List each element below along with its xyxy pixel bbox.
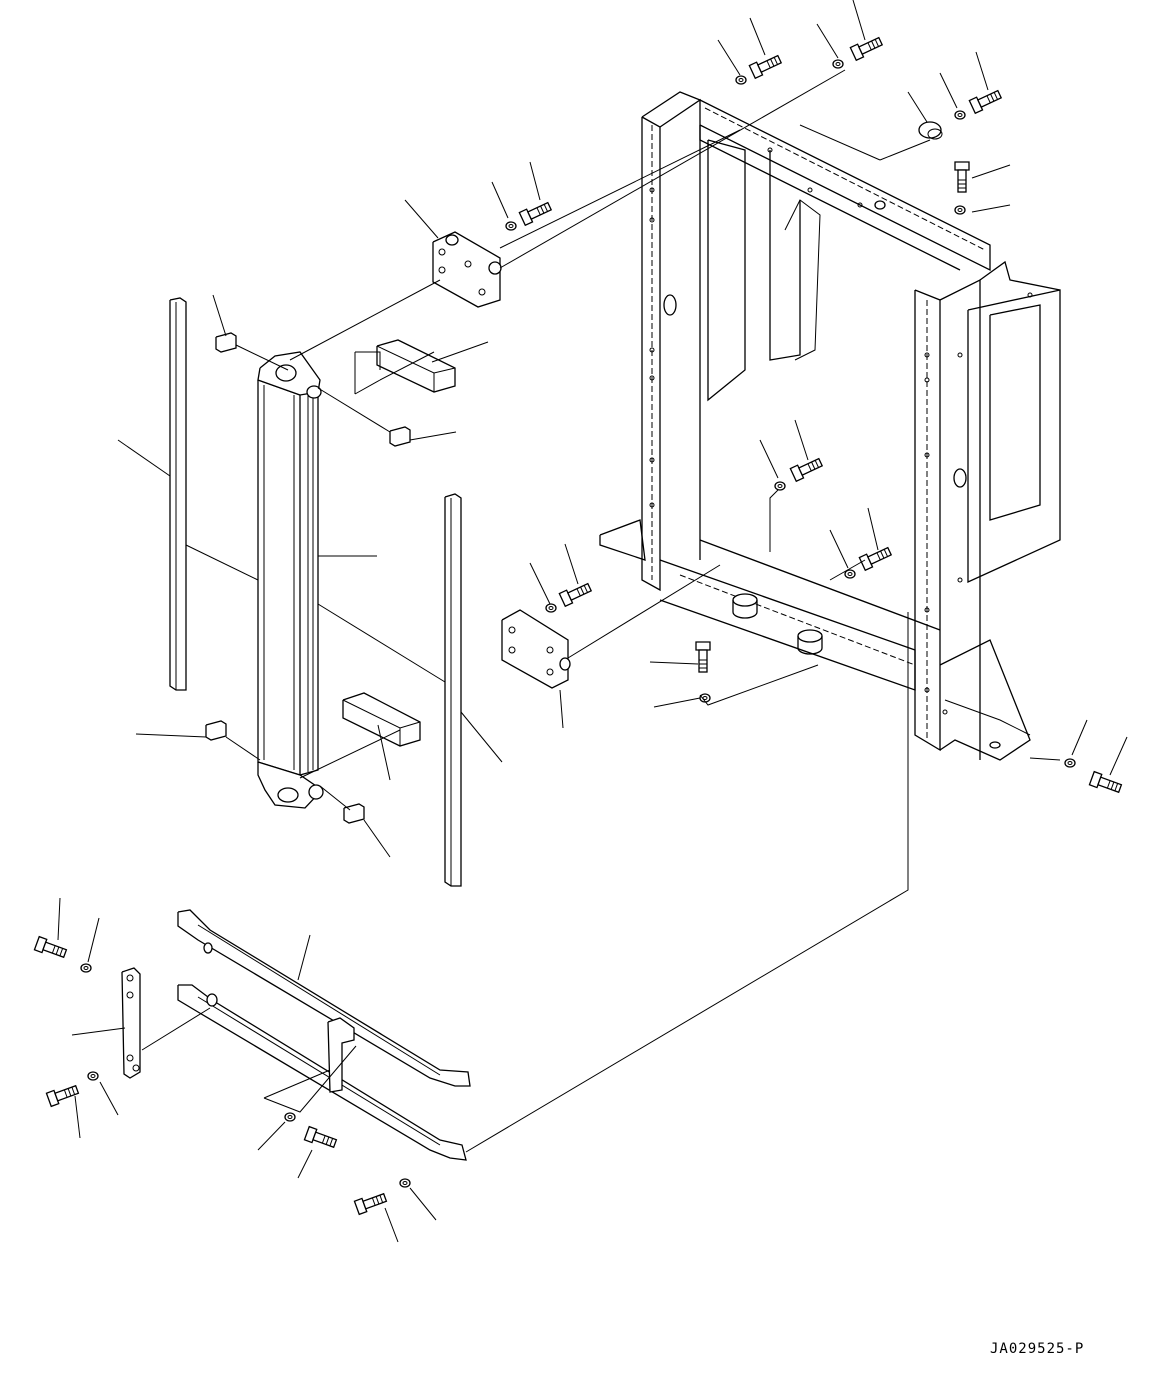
bolt (695, 641, 711, 673)
bolt (33, 935, 68, 959)
plug (918, 121, 943, 140)
drawing-code: JA029525-P (990, 1341, 1085, 1357)
bolt (968, 89, 1003, 115)
washer (954, 205, 966, 215)
bolts-and-washers (33, 36, 1123, 1216)
upper-mount-bracket (432, 231, 502, 308)
seal-strip-left (169, 297, 187, 691)
washer (954, 110, 966, 120)
leader-lines (57, 0, 1128, 1243)
bolt (45, 1084, 80, 1108)
link-plate (121, 967, 141, 1079)
washer (399, 1178, 411, 1188)
cushion-pads (205, 332, 411, 824)
washer (735, 75, 747, 85)
bolt (1088, 770, 1123, 794)
bolt (954, 161, 970, 193)
washer (87, 1071, 99, 1081)
seal-block-upper (376, 339, 456, 393)
oil-cooler-core (257, 351, 324, 809)
bolt (748, 54, 783, 80)
bolt (858, 546, 893, 572)
washer (505, 221, 517, 231)
washer (284, 1112, 296, 1122)
stay-lower (177, 984, 467, 1161)
bolt (789, 457, 824, 483)
bolt (518, 201, 553, 227)
washer (80, 963, 92, 973)
washer (844, 569, 856, 579)
radiator-frame (599, 91, 1061, 761)
washer (545, 603, 557, 613)
washer (1064, 758, 1076, 768)
seal-block-lower (342, 692, 421, 747)
bolt (849, 36, 884, 62)
seal-strip-right (444, 493, 462, 887)
stay-upper (177, 909, 471, 1087)
bolt (303, 1125, 338, 1149)
bolt (558, 582, 593, 608)
washer (774, 481, 786, 491)
bolt (353, 1192, 388, 1216)
lower-mount-bracket (501, 609, 571, 689)
washer (832, 59, 844, 69)
